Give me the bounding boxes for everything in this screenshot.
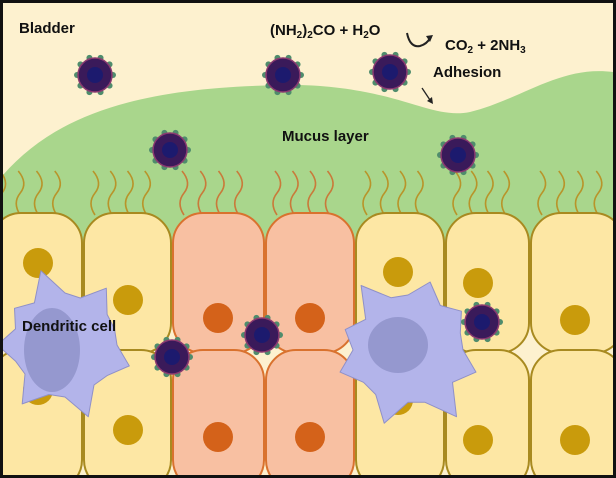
epithelial-cell [83,349,172,478]
cilium [15,170,25,216]
nanoparticle [262,54,304,96]
nanoparticle [149,129,191,171]
cilium [272,170,282,216]
cilium [141,170,152,216]
adhesion-label: Adhesion [433,64,502,81]
nanoparticle [437,134,479,176]
cilium [414,170,424,216]
cilium [197,170,207,216]
cilium [215,170,225,216]
nanoparticle [369,51,411,93]
cell-nucleus [295,303,325,333]
dendritic-cell-nucleus [368,317,428,373]
cilium [307,170,317,216]
nanoparticle-center [450,147,466,163]
cilium [379,170,389,216]
epithelial-cell [265,349,355,478]
cilium [574,170,584,216]
reaction-reactants: (NH2)2CO + H2O [270,22,381,41]
cilium [90,170,100,216]
cilium [397,170,407,216]
cell-nucleus [23,248,53,278]
mucus-layer-label: Mucus layer [282,128,369,145]
cell-nucleus [560,425,590,455]
dendritic-cell-label: Dendritic cell [22,318,117,335]
nanoparticle-center [275,67,291,83]
cell-nucleus [113,285,143,315]
dendritic-cell-nucleus [24,308,80,392]
nanoparticle-center [164,349,180,365]
epithelial-cell [530,349,616,478]
cilium [468,170,478,216]
cilia [0,170,603,216]
cilium [324,170,334,216]
nanoparticle [461,301,503,343]
cilium [537,170,547,216]
cilium [233,170,244,216]
cilium [500,170,511,216]
cell-nucleus [113,415,143,445]
cell-nucleus [203,422,233,452]
nanoparticle-center [474,314,490,330]
mucus-layer [3,71,613,250]
cilium [452,170,462,216]
reaction-products: CO2 + 2NH3 [445,37,526,56]
cell-nucleus [203,303,233,333]
cilium [484,170,494,216]
cilium [107,170,117,216]
cell-nucleus [463,268,493,298]
nanoparticle [151,336,193,378]
cilium [289,170,299,216]
nanoparticles [74,51,503,378]
nanoparticle-center [382,64,398,80]
cell-nucleus [463,425,493,455]
cilium [555,170,566,216]
curved-arrow-head [426,35,433,42]
cell-nucleus [383,257,413,287]
epithelial-cell [172,349,265,478]
nanoparticle [241,314,283,356]
adhesion-arrow-head [427,97,433,104]
bladder-label: Bladder [19,20,75,37]
cilium [593,170,603,216]
cilium [362,170,372,216]
adhesion-arrow-icon [421,87,431,101]
nanoparticle-center [162,142,178,158]
nanoparticle [74,54,116,96]
cilium [124,170,134,216]
cilium [179,170,189,216]
cilium [33,170,43,216]
nanoparticle-center [87,67,103,83]
cell-nucleus [560,305,590,335]
curved-arrow-icon [406,32,431,48]
cilium [51,170,62,216]
cell-nucleus [295,422,325,452]
nanoparticle-center [254,327,270,343]
dendritic-cells [0,270,477,424]
